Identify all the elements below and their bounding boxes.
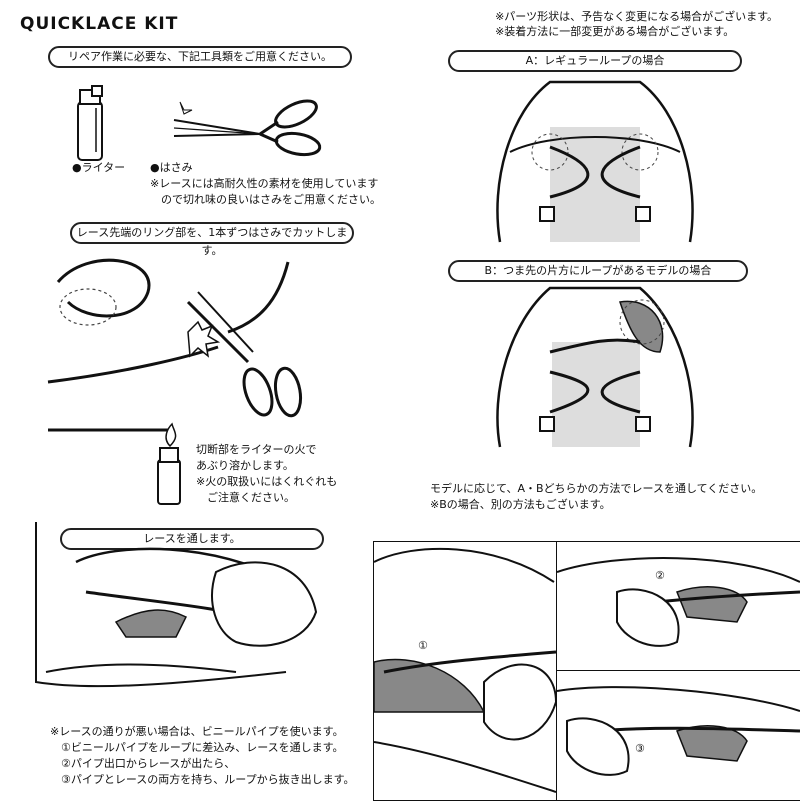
thread-hand-illustration xyxy=(35,522,318,688)
step-1-illustration xyxy=(374,547,556,793)
step-3-panel: ③ xyxy=(556,670,800,801)
note-line: ②パイプ出口からレースが出たら、 xyxy=(50,757,236,770)
scissors-label: ●はさみ xyxy=(150,161,193,174)
method-a-header: A：レギュラーループの場合 xyxy=(448,50,742,72)
method-b-header: B：つま先の片方にループがあるモデルの場合 xyxy=(448,260,748,282)
step-2-marker: ② xyxy=(655,569,665,582)
step-2-panel: ② xyxy=(556,541,800,671)
scissors-note: ※レースには高耐久性の素材を使用しています ので切れ味の良いはさみをご用意くださ… xyxy=(150,176,390,208)
note-line: ※Bの場合、別の方法もございます。 xyxy=(430,498,611,511)
lace-cut-illustration xyxy=(47,258,303,418)
note-line: ※レースには高耐久性の素材を使用しています xyxy=(150,177,379,190)
step-1-panel: ① xyxy=(373,541,557,801)
step-3-marker: ③ xyxy=(635,742,645,755)
tools-header: リペア作業に必要な、下記工具類をご用意ください。 xyxy=(48,46,352,68)
lighter-icon xyxy=(77,85,103,161)
note-line: ので切れ味の良いはさみをご用意ください。 xyxy=(150,193,381,206)
note-line: ※レースの通りが悪い場合は、ビニールパイプを使います。 xyxy=(50,725,344,738)
lighter-label: ●ライター xyxy=(72,161,126,174)
method-note: モデルに応じて、A・Bどちらかの方法でレースを通してください。 ※Bの場合、別の… xyxy=(430,481,790,513)
cut-header: レース先端のリング部を、1本ずつはさみでカットします。 xyxy=(70,222,354,257)
thread-note: ※レースの通りが悪い場合は、ビニールパイプを使います。 ①ビニールパイプをループ… xyxy=(50,724,380,788)
thread-header: レースを通します。 xyxy=(60,528,324,550)
note-line: ③パイプとレースの両方を持ち、ループから抜き出します。 xyxy=(50,773,355,786)
step-1-marker: ① xyxy=(418,639,428,652)
note-line: ※火の取扱いにはくれぐれも xyxy=(196,475,338,488)
melt-note: 切断部をライターの火で あぶり溶かします。 ※火の取扱いにはくれぐれも ご注意く… xyxy=(196,442,366,506)
shoe-method-b-illustration xyxy=(496,286,694,448)
step-3-illustration xyxy=(557,686,800,776)
lighter-melt-illustration xyxy=(48,422,181,505)
note-line: ご注意ください。 xyxy=(196,491,295,504)
page-title: QUICKLACE KIT xyxy=(20,14,179,34)
shoe-method-a-illustration xyxy=(496,80,694,243)
note-line: ※装着方法に一部変更がある場合がございます。 xyxy=(495,25,735,38)
scissors-icon xyxy=(173,99,322,157)
note-line: 切断部をライターの火で xyxy=(196,443,317,456)
top-notes: ※パーツ形状は、予告なく変更になる場合がございます。 ※装着方法に一部変更がある… xyxy=(495,9,778,39)
step-2-illustration xyxy=(557,557,800,647)
note-line: ①ビニールパイプをループに差込み、レースを通します。 xyxy=(50,741,344,754)
note-line: ※パーツ形状は、予告なく変更になる場合がございます。 xyxy=(495,10,778,23)
note-line: モデルに応じて、A・Bどちらかの方法でレースを通してください。 xyxy=(430,482,763,495)
note-line: あぶり溶かします。 xyxy=(196,459,294,472)
